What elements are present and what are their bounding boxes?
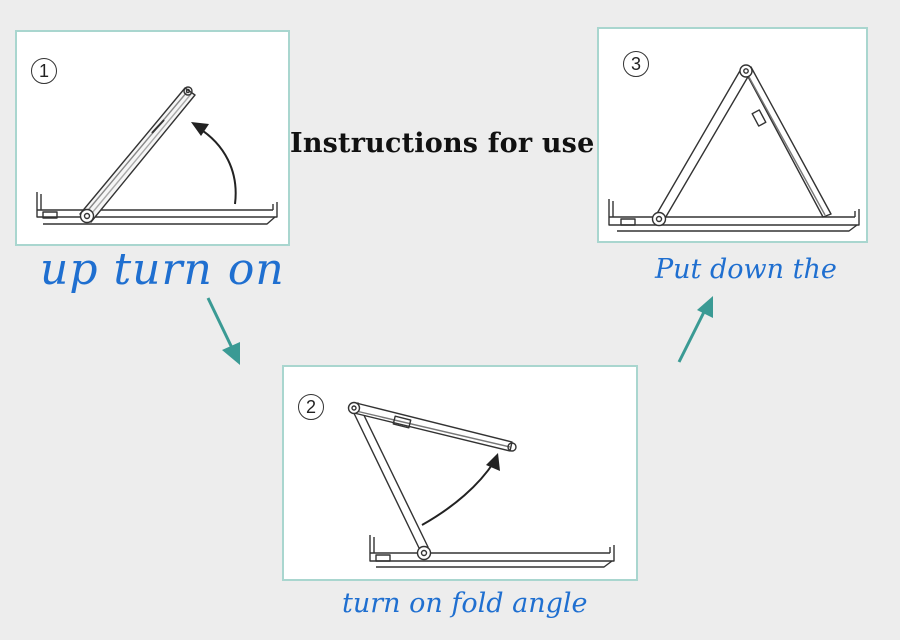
step-3-stand-illustration [608,64,860,232]
step-2-number-badge: 2 [298,394,324,420]
step-3-number-badge: 3 [623,51,649,77]
step-2-panel: 2 [282,365,638,581]
step-1-stand-illustration [36,86,278,225]
step-3-panel: 3 [597,27,868,243]
step-3-caption: Put down the [655,254,837,285]
step-1-panel: 1 [15,30,290,246]
step-1-number-badge: 1 [31,58,57,84]
step-2-caption: turn on fold angle [342,588,588,619]
flow-arrow-step2-to-step3 [677,296,713,363]
step-2-stand-illustration [347,401,615,568]
step-1-caption: up turn on [40,244,285,295]
flow-arrow-step1-to-step2 [206,297,240,365]
page-title: Instructions for use [290,128,595,159]
